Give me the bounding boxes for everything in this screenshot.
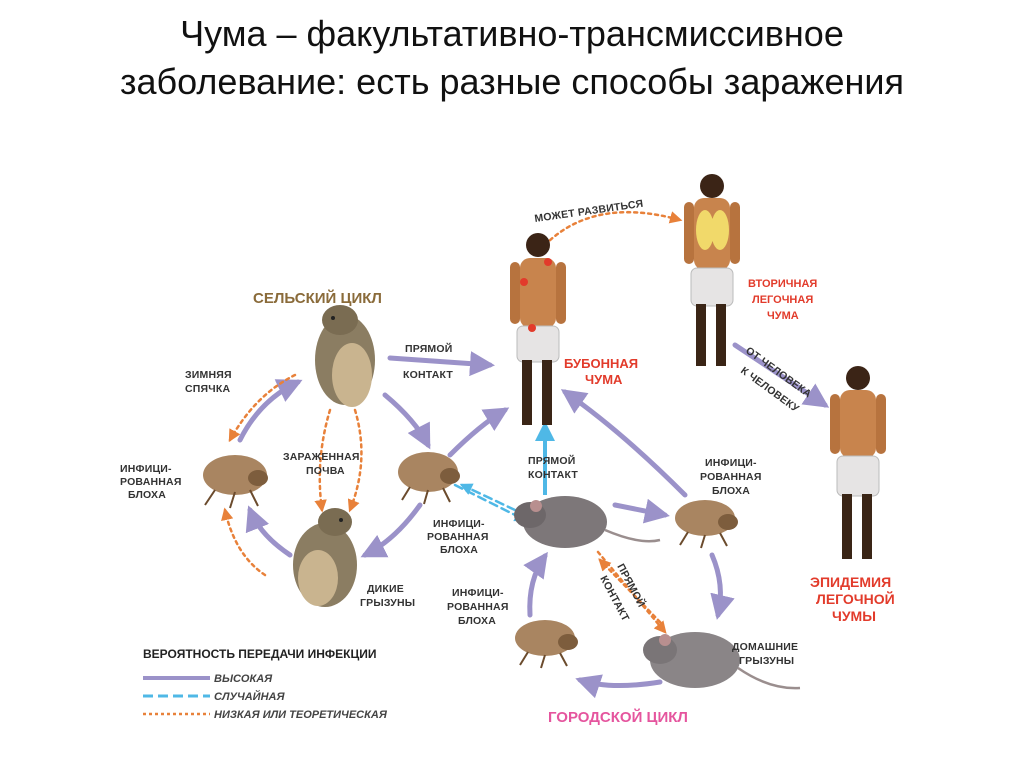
svg-text:БЛОХА: БЛОХА xyxy=(440,544,478,556)
svg-text:ИНФИЦИ-: ИНФИЦИ- xyxy=(705,457,757,469)
flea-bottom-image xyxy=(515,620,578,669)
infected-flea-right-label: ИНФИЦИ- РОВАННАЯ БЛОХА xyxy=(700,457,762,497)
marmot-top-image xyxy=(315,305,375,407)
svg-text:СПЯЧКА: СПЯЧКА xyxy=(185,383,230,395)
arrow-direct-contact-rats-back xyxy=(598,558,662,624)
legend-title: ВЕРОЯТНОСТЬ ПЕРЕДАЧИ ИНФЕКЦИИ xyxy=(143,647,377,661)
random-probability-arrows xyxy=(453,483,528,522)
title-line-1: Чума – факультативно-трансмиссивное xyxy=(180,13,844,54)
svg-text:ГРЫЗУНЫ: ГРЫЗУНЫ xyxy=(739,655,794,667)
legend: ВЕРОЯТНОСТЬ ПЕРЕДАЧИ ИНФЕКЦИИ ВЫСОКАЯ СЛ… xyxy=(143,647,388,721)
person-secondary-pneumonic-image xyxy=(684,174,740,366)
arrow-rural-direct-contact xyxy=(387,351,495,377)
flea-center-image xyxy=(398,452,460,505)
svg-text:ГРЫЗУНЫ: ГРЫЗУНЫ xyxy=(360,597,415,609)
may-develop-label: МОЖЕТ РАЗВИТЬСЯ xyxy=(534,198,644,225)
marmot-bottom-image xyxy=(293,508,357,607)
infected-flea-bottom-label: ИНФИЦИ- РОВАННАЯ БЛОХА xyxy=(447,587,509,627)
svg-text:ЛЕГОЧНОЙ: ЛЕГОЧНОЙ xyxy=(816,590,895,607)
bubonic-plague-label: БУБОННАЯ ЧУМА xyxy=(564,356,638,387)
svg-text:ИНФИЦИ-: ИНФИЦИ- xyxy=(120,463,172,475)
arrow-hibernation-right xyxy=(221,507,267,577)
svg-text:РОВАННАЯ: РОВАННАЯ xyxy=(447,601,509,613)
domestic-rodent-image xyxy=(643,632,801,690)
wild-rodents-label: ДИКИЕ ГРЫЗУНЫ xyxy=(360,583,415,609)
direct-contact-mid-label: ПРЯМОЙ КОНТАКТ xyxy=(528,454,578,481)
arrow-flea-left-to-marmot xyxy=(237,379,303,443)
svg-text:ЧУМЫ: ЧУМЫ xyxy=(832,608,876,624)
infected-soil-label: ЗАРАЖЕННАЯ ПОЧВА xyxy=(283,451,360,477)
svg-text:ДОМАШНИЕ: ДОМАШНИЕ xyxy=(732,641,798,653)
arrow-soil-down-left xyxy=(314,408,332,513)
svg-text:ВЫСОКАЯ: ВЫСОКАЯ xyxy=(214,673,273,685)
domestic-rodents-label: ДОМАШНИЕ ГРЫЗУНЫ xyxy=(732,641,798,667)
svg-text:ЗИМНЯЯ: ЗИМНЯЯ xyxy=(185,369,232,381)
flea-right-image xyxy=(675,500,738,549)
person-epidemic-image xyxy=(830,366,886,559)
svg-text:ДИКИЕ: ДИКИЕ xyxy=(367,583,404,595)
legend-item-low: НИЗКАЯ ИЛИ ТЕОРЕТИЧЕСКАЯ xyxy=(143,709,388,721)
arrow-person-to-person xyxy=(732,342,830,408)
svg-text:ЭПИДЕМИЯ: ЭПИДЕМИЯ xyxy=(810,574,891,590)
svg-text:ПРЯМОЙ: ПРЯМОЙ xyxy=(405,342,453,355)
arrow-flea-right-to-human xyxy=(560,389,688,498)
person-bubonic-image xyxy=(510,233,566,425)
svg-text:ВТОРИЧНАЯ: ВТОРИЧНАЯ xyxy=(748,278,817,290)
arrow-rat-to-flea-center xyxy=(459,483,517,512)
svg-text:БЛОХА: БЛОХА xyxy=(128,489,166,501)
svg-text:РОВАННАЯ: РОВАННАЯ xyxy=(700,471,762,483)
flea-left-image xyxy=(203,455,268,509)
arrow-hibernation-left xyxy=(228,373,297,443)
legend-item-high: ВЫСОКАЯ xyxy=(143,673,273,685)
direct-contact-top-label: ПРЯМОЙ КОНТАКТ xyxy=(403,342,453,381)
urban-cycle-label: ГОРОДСКОЙ ЦИКЛ xyxy=(548,708,688,726)
svg-text:НИЗКАЯ ИЛИ ТЕОРЕТИЧЕСКАЯ: НИЗКАЯ ИЛИ ТЕОРЕТИЧЕСКАЯ xyxy=(214,709,388,721)
svg-text:ЧУМА: ЧУМА xyxy=(585,372,623,387)
arrow-flea-right-to-domestic-rodent xyxy=(709,552,735,620)
arrow-may-develop xyxy=(538,210,683,252)
hibernation-label: ЗИМНЯЯ СПЯЧКА xyxy=(185,369,232,395)
svg-text:РОВАННАЯ: РОВАННАЯ xyxy=(120,476,182,488)
svg-text:ИНФИЦИ-: ИНФИЦИ- xyxy=(433,518,485,530)
svg-text:ЧУМА: ЧУМА xyxy=(767,310,799,322)
slide-title: Чума – факультативно-трансмиссивное забо… xyxy=(0,10,1024,106)
svg-text:БЛОХА: БЛОХА xyxy=(458,615,496,627)
rural-cycle-label: СЕЛЬСКИЙ ЦИКЛ xyxy=(253,289,382,307)
infected-flea-center-label: ИНФИЦИ- РОВАННАЯ БЛОХА xyxy=(427,518,489,556)
infected-flea-left-label: ИНФИЦИ- РОВАННАЯ БЛОХА xyxy=(120,463,182,501)
svg-text:ПОЧВА: ПОЧВА xyxy=(306,465,345,477)
title-line-2: заболевание: есть разные способы заражен… xyxy=(120,61,904,102)
rat-center-image xyxy=(514,496,661,548)
person-to-person-label: ОТ ЧЕЛОВЕКА К ЧЕЛОВЕКУ xyxy=(738,345,813,415)
secondary-pneumonic-label: ВТОРИЧНАЯ ЛЕГОЧНАЯ ЧУМА xyxy=(748,278,817,322)
arrow-wild-rodent-to-flea-left xyxy=(245,505,293,558)
svg-text:ПРЯМОЙ: ПРЯМОЙ xyxy=(528,454,576,467)
arrow-rat-to-flea-right xyxy=(612,498,670,524)
svg-text:КОНТАКТ: КОНТАКТ xyxy=(403,369,453,381)
svg-text:БЛОХА: БЛОХА xyxy=(712,485,750,497)
svg-text:КОНТАКТ: КОНТАКТ xyxy=(528,469,578,481)
svg-text:СЛУЧАЙНАЯ: СЛУЧАЙНАЯ xyxy=(214,690,285,703)
arrow-flea-center-to-human xyxy=(447,407,510,458)
svg-text:БУБОННАЯ: БУБОННАЯ xyxy=(564,356,638,371)
arrow-soil-down-right xyxy=(347,408,363,513)
svg-text:ЗАРАЖЕННАЯ: ЗАРАЖЕННАЯ xyxy=(283,451,360,463)
direct-contact-diag-label: ПРЯМОЙ КОНТАКТ xyxy=(597,561,648,624)
svg-text:ИНФИЦИ-: ИНФИЦИ- xyxy=(452,587,504,599)
epidemic-pneumonic-label: ЭПИДЕМИЯ ЛЕГОЧНОЙ ЧУМЫ xyxy=(810,574,895,624)
legend-item-random: СЛУЧАЙНАЯ xyxy=(143,690,285,703)
high-probability-arrows xyxy=(237,342,830,699)
arrow-domestic-rodent-to-flea-bottom xyxy=(575,674,663,699)
low-probability-arrows xyxy=(221,210,683,634)
arrow-flea-bottom-to-rat xyxy=(523,551,548,618)
arrow-marmot-to-flea-center xyxy=(382,392,431,450)
svg-text:РОВАННАЯ: РОВАННАЯ xyxy=(427,531,489,543)
svg-text:ЛЕГОЧНАЯ: ЛЕГОЧНАЯ xyxy=(752,294,813,306)
arrow-flea-center-to-wild-rodent xyxy=(360,502,423,558)
